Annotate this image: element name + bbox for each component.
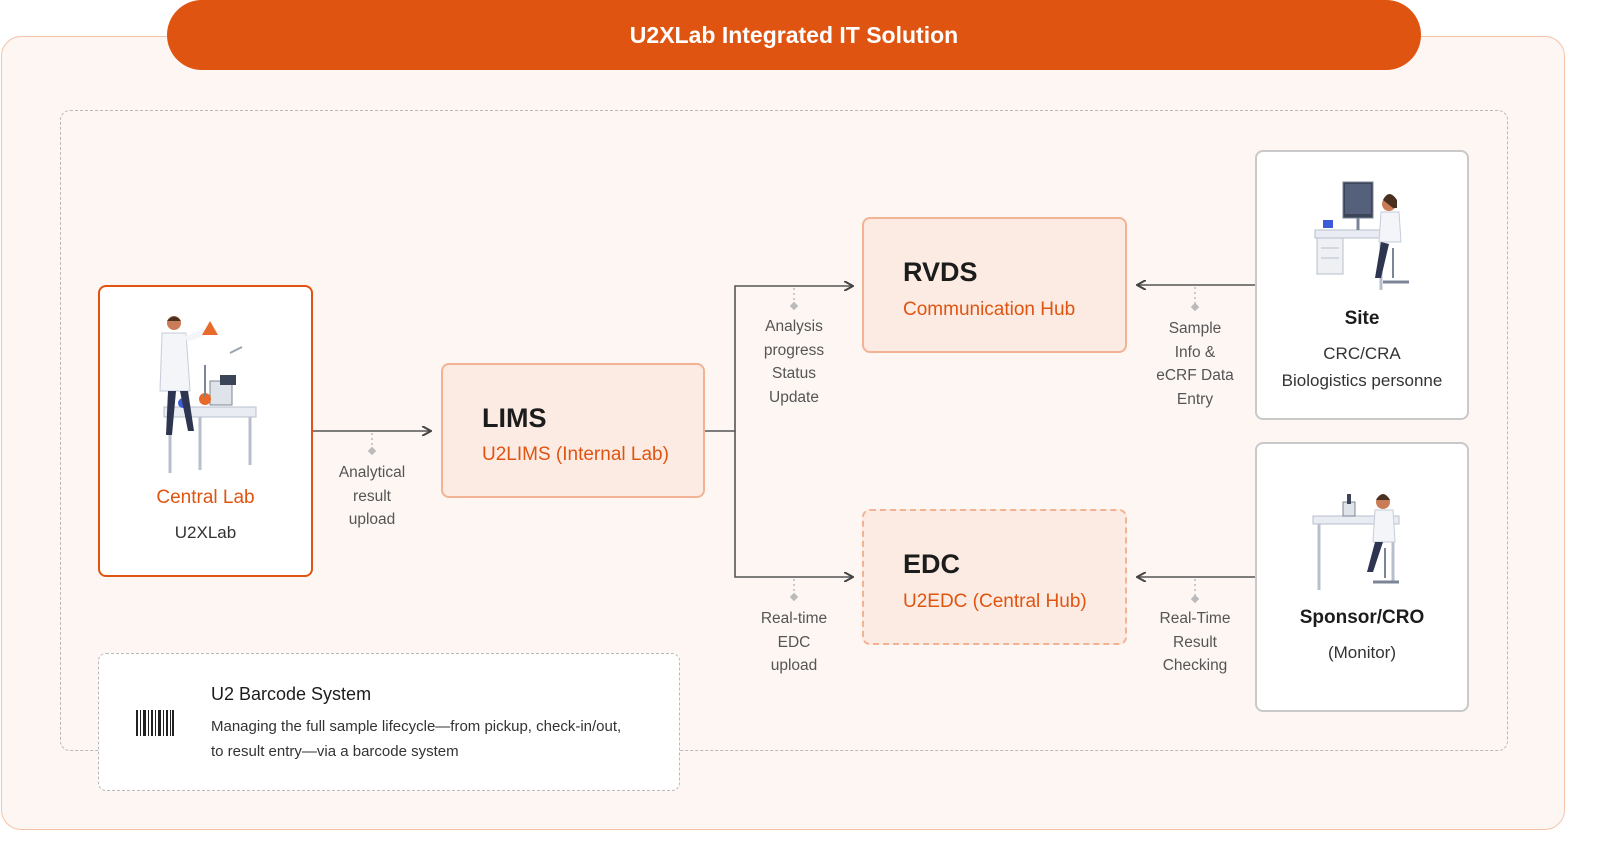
site-card: Site CRC/CRA Biologistics personne <box>1255 150 1469 420</box>
barcode-title: U2 Barcode System <box>211 684 372 704</box>
flow-label-realtime-edc: Real-time EDC upload <box>760 610 828 674</box>
barcode-description: Managing the full sample lifecycle—from … <box>211 718 622 760</box>
sponsor-card: Sponsor/CRO (Monitor) <box>1255 442 1469 712</box>
arrow-lims-to-edc <box>734 431 852 577</box>
site-role-line1: CRC/CRA <box>1323 344 1401 363</box>
monitor-scientist-illustration <box>1312 494 1400 590</box>
site-role-line2: Biologistics personne <box>1281 371 1443 390</box>
central-lab-title: Central Lab <box>156 487 255 508</box>
flow-label-analytical: Analytical result upload <box>338 464 406 528</box>
lims-subtitle: U2LIMS (Internal Lab) <box>482 444 669 465</box>
flow-label-realtime-result: Real-Time Result Checking <box>1159 610 1231 674</box>
site-title: Site <box>1344 308 1380 329</box>
edc-title: EDC <box>903 549 961 579</box>
system-boundary <box>60 110 1508 751</box>
rvds-box: RVDS Communication Hub <box>862 217 1127 353</box>
barcode-icon <box>136 710 174 736</box>
rvds-subtitle: Communication Hub <box>903 299 1076 320</box>
edc-subtitle: U2EDC (Central Hub) <box>903 591 1087 612</box>
flow-label-analysis-progress: Analysis progress Status Update <box>763 318 825 406</box>
site-worker-illustration <box>1314 181 1409 290</box>
lab-scientist-illustration <box>159 316 257 473</box>
flow-label-sample-info: Sample Info & eCRF Data Entry <box>1156 320 1234 408</box>
sponsor-title: Sponsor/CRO <box>1299 607 1425 628</box>
solution-banner: U2XLab Integrated IT Solution <box>167 0 1421 70</box>
barcode-system-box: U2 Barcode System Managing the full samp… <box>98 653 680 791</box>
rvds-title: RVDS <box>903 257 978 287</box>
sponsor-subtitle: (Monitor) <box>1327 643 1396 662</box>
central-lab-subtitle: U2XLab <box>174 523 237 542</box>
central-lab-card: Central Lab U2XLab <box>98 285 313 577</box>
lims-box: LIMS U2LIMS (Internal Lab) <box>441 363 705 498</box>
lims-title: LIMS <box>482 403 547 433</box>
arrow-lims-to-rvds <box>705 286 852 432</box>
banner-title: U2XLab Integrated IT Solution <box>629 21 959 48</box>
edc-box: EDC U2EDC (Central Hub) <box>862 509 1127 645</box>
